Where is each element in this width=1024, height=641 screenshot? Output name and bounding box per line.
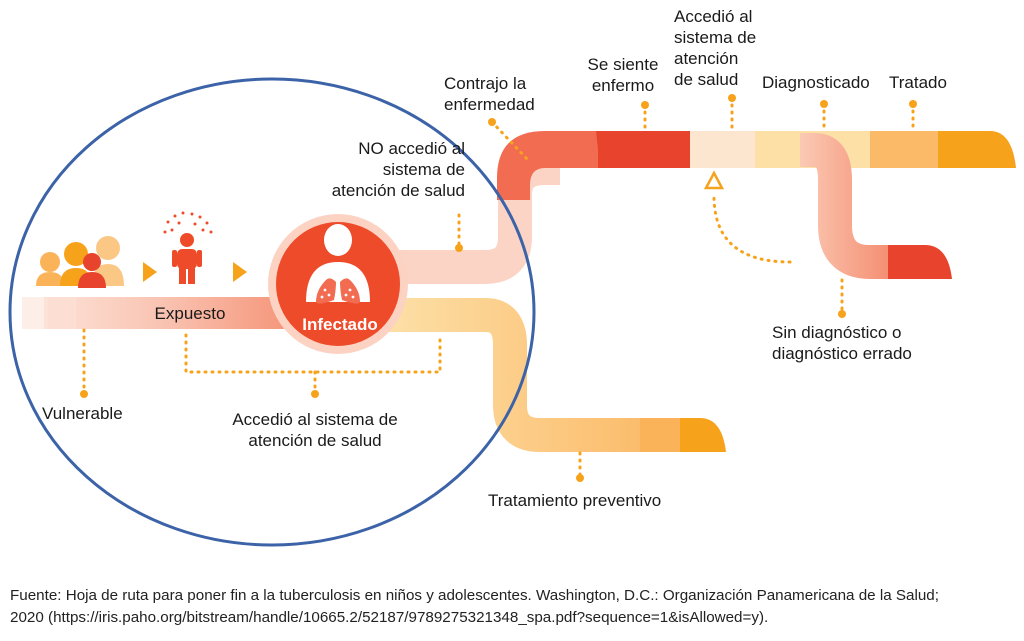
label-line: diagnóstico errado — [772, 344, 912, 363]
label-accedio-bottom: Accedió al sistema de atención de salud — [205, 409, 425, 451]
disease-track — [497, 131, 1016, 200]
label-accedio-top: Accedió al sistema de atención de salud — [674, 6, 756, 90]
label-line: Accedió al sistema de — [232, 410, 398, 429]
label-line: enfermo — [591, 76, 655, 95]
label-line: atención de salud — [248, 431, 382, 450]
dot-ends — [80, 94, 917, 482]
label-no-accedio: NO accedió al sistema de atención de sal… — [300, 138, 465, 201]
arrow-right-icon — [233, 262, 247, 282]
preventive-treatment-track — [360, 298, 726, 452]
label-line: atención de salud — [331, 181, 465, 200]
arrow-right-icon — [143, 262, 157, 282]
infected-node — [268, 214, 408, 354]
arrow-up-icon — [703, 170, 725, 190]
infectado-label: Infectado — [302, 315, 378, 334]
label-se-siente: Se siente enfermo — [580, 54, 666, 96]
label-vulnerable: Vulnerable — [42, 404, 123, 423]
label-line: Se siente — [587, 55, 659, 74]
source-line: 2020 (https://iris.paho.org/bitstream/ha… — [10, 609, 769, 626]
label-tratamiento: Tratamiento preventivo — [488, 491, 662, 510]
label-line: atención — [674, 49, 739, 68]
exposed-person-icon — [163, 211, 213, 284]
label-line: de salud — [674, 70, 739, 89]
exposed-bar — [22, 297, 312, 329]
misdiagnosis-track — [800, 133, 952, 279]
lungs-icon — [316, 270, 360, 304]
people-group-icon — [36, 236, 124, 288]
expuesto-label: Expuesto — [155, 304, 226, 323]
label-line: enfermedad — [444, 95, 535, 114]
source-note: Fuente: Hoja de ruta para poner fin a la… — [10, 585, 1020, 629]
source-line: Fuente: Hoja de ruta para poner fin a la… — [10, 587, 939, 604]
label-line: Accedió al — [674, 7, 753, 26]
label-contrajo: Contrajo la enfermedad — [444, 73, 535, 115]
label-tratado: Tratado — [889, 73, 947, 92]
label-line: Sin diagnóstico o — [772, 323, 902, 342]
label-line: Contrajo la — [444, 74, 527, 93]
dotted-connectors — [82, 96, 915, 480]
label-line: sistema de — [674, 28, 757, 47]
label-line: sistema de — [382, 160, 465, 179]
label-sin-diagnostico: Sin diagnóstico o diagnóstico errado — [772, 322, 912, 364]
label-diagnosticado: Diagnosticado — [762, 73, 870, 92]
population-circle — [8, 77, 536, 547]
label-line: NO accedió al — [358, 139, 465, 158]
